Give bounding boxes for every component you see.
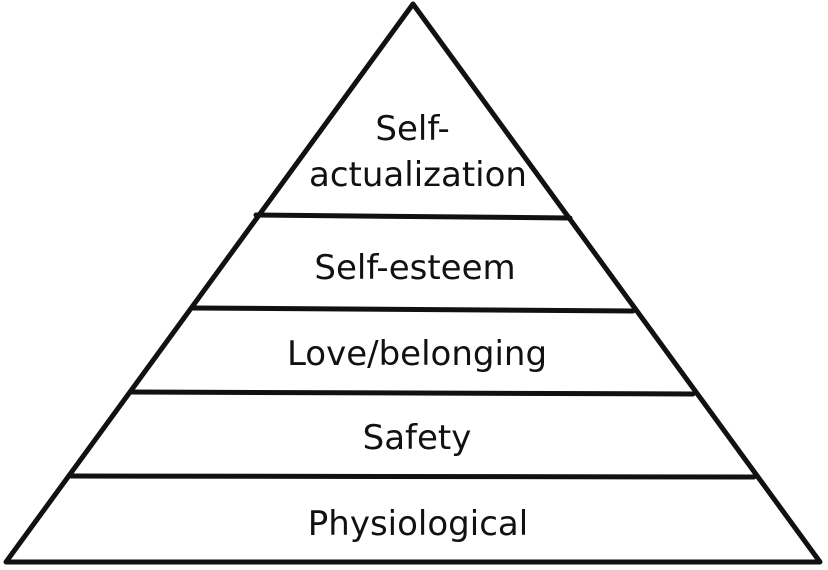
- tier-label-self-actualization: Self- actualization: [309, 109, 527, 195]
- tier-divider-4: [68, 473, 757, 480]
- tier-divider-2: [189, 305, 636, 314]
- tier-label-physiological: Physiological: [308, 504, 528, 544]
- tier-label-safety: Safety: [363, 418, 472, 458]
- tier-label-line: Self-: [375, 109, 449, 149]
- tier-label-self-esteem: Self-esteem: [314, 248, 515, 288]
- tier-label-love-belonging: Love/belonging: [287, 334, 547, 374]
- tier-label-line: actualization: [309, 155, 527, 195]
- tier-divider-3: [128, 389, 696, 397]
- pyramid-outline: [3, 1, 823, 565]
- tier-divider-1: [253, 212, 573, 221]
